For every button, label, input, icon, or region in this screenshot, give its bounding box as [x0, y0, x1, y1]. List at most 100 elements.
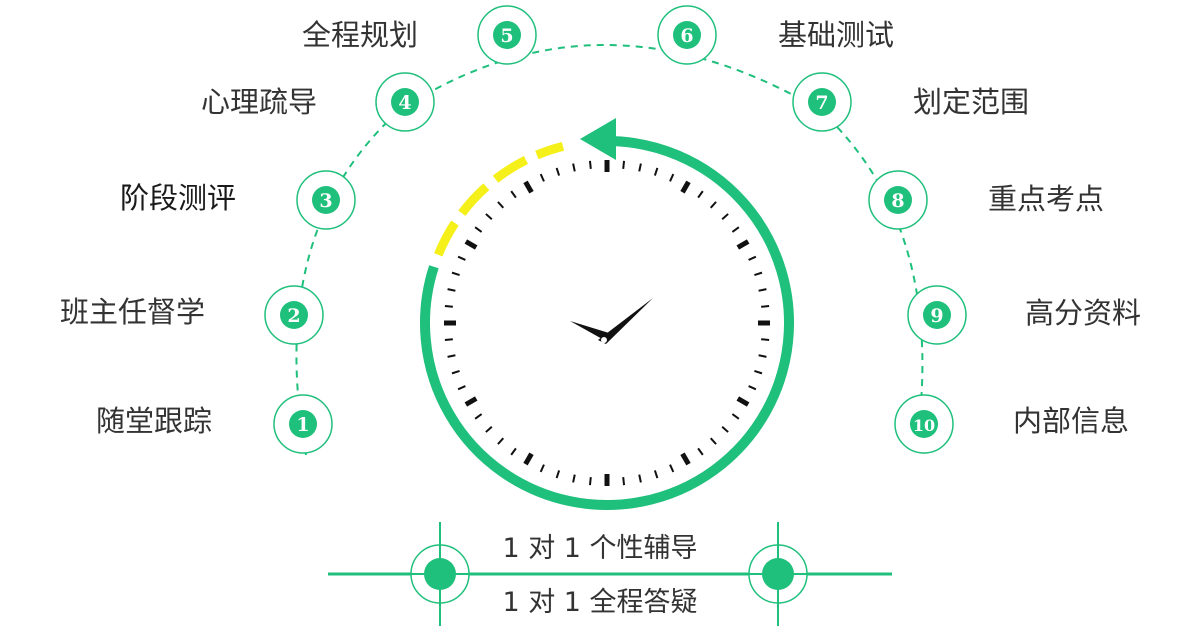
clock-minor-tick [638, 474, 642, 483]
step-label-4: 心理疏导 [200, 85, 317, 119]
clock-major-tick [736, 396, 750, 407]
clock-minor-tick [474, 413, 483, 420]
clock-minor-tick [622, 160, 626, 169]
clock-center [601, 337, 607, 343]
clock-minor-tick [510, 447, 517, 456]
crosshair-icon [402, 522, 478, 626]
clock-minor-tick [754, 369, 763, 375]
clock-minor-tick [748, 255, 757, 261]
step-node-number: 4 [398, 92, 411, 114]
arrowhead-icon [580, 118, 616, 160]
step-node-number: 6 [680, 25, 693, 47]
clock-minor-tick [638, 163, 642, 172]
step-nodes: 1 2 3 4 5 6 7 8 9 10 [264, 5, 967, 454]
step-label-6: 基础测试 [778, 18, 895, 52]
step-node-number: 3 [319, 190, 332, 212]
step-node-5: 5 [477, 5, 537, 65]
clock-hour-hand [570, 321, 609, 340]
step-node-number: 9 [930, 305, 943, 327]
clock-minor-tick [669, 464, 675, 473]
step-label-5: 全程规划 [301, 18, 418, 52]
step-node-dot [923, 301, 951, 329]
clock-minor-tick [447, 288, 456, 292]
clock-minor-tick [588, 477, 592, 486]
step-label-7: 划定范围 [913, 85, 1030, 119]
clock-minor-tick [457, 255, 466, 261]
clock-minor-tick [485, 425, 493, 433]
footer-line-1: 1 对 1 个性辅导 [502, 533, 698, 564]
step-node-number: 5 [500, 25, 513, 47]
clock-minor-tick [497, 437, 505, 445]
step-node-7: 7 [792, 72, 852, 132]
clock-minor-tick [447, 354, 456, 358]
clock-minor-tick [444, 304, 453, 308]
clock-minor-tick [539, 173, 545, 182]
clock-minor-tick [555, 470, 561, 479]
step-node-6: 6 [657, 5, 717, 65]
footer-line-2: 1 对 1 全程答疑 [502, 587, 698, 618]
clock-minor-tick [721, 213, 729, 221]
step-node-1: 1 [273, 394, 333, 454]
clock-minor-tick [709, 201, 717, 209]
clock-major-tick [464, 396, 478, 407]
clock-minor-tick [748, 385, 757, 391]
step-node-8: 8 [868, 170, 928, 230]
clock-minor-tick [474, 226, 483, 233]
step-label-1: 随堂跟踪 [95, 404, 212, 438]
crosshair-icon [740, 522, 816, 626]
clock-major-tick [523, 452, 534, 466]
clock-minor-tick [669, 173, 675, 182]
clock-minor-tick [539, 464, 545, 473]
clock-minor-tick [497, 201, 505, 209]
clock-minor-tick [758, 288, 767, 292]
step-node-number: 10 [913, 416, 935, 435]
clock-major-tick [680, 180, 691, 194]
clock-minor-tick [444, 338, 453, 342]
progress-ring-arc [420, 136, 794, 510]
clock-minor-tick [653, 470, 659, 479]
clock-minor-tick [754, 271, 763, 277]
clock-major-tick [523, 180, 534, 194]
clock-minor-tick [457, 385, 466, 391]
clock-major-tick [680, 452, 691, 466]
clock-minor-tick [572, 474, 576, 483]
step-node-9: 9 [907, 285, 967, 345]
step-node-dot [391, 88, 419, 116]
clock-major-tick [736, 239, 750, 250]
step-node-dot [673, 21, 701, 49]
step-label-3: 阶段测评 [119, 181, 236, 215]
clock-minor-tick [761, 304, 770, 308]
clock-minor-tick [622, 477, 626, 486]
clock-minor-tick [653, 167, 659, 176]
step-node-4: 4 [375, 72, 435, 132]
clock-minor-tick [709, 437, 717, 445]
step-node-dot [312, 186, 340, 214]
clock-minor-tick [731, 413, 740, 420]
step-node-3: 3 [296, 170, 356, 230]
clock-minute-hand [598, 298, 653, 344]
step-label-2: 班主任督学 [59, 295, 205, 329]
clock-minor-tick [761, 338, 770, 342]
clock-minor-tick [510, 190, 517, 199]
step-node-dot [280, 301, 308, 329]
step-node-number: 1 [296, 414, 309, 436]
step-label-9: 高分资料 [1025, 296, 1142, 330]
step-node-2: 2 [264, 285, 324, 345]
highlight-dashed-arc [434, 142, 565, 257]
clock-minor-tick [697, 190, 704, 199]
step-node-number: 2 [287, 305, 300, 327]
clock-ticks [444, 160, 770, 486]
step-node-dot [493, 21, 521, 49]
step-node-number: 7 [815, 92, 828, 114]
step-node-dot [910, 410, 938, 438]
step-node-10: 10 [894, 394, 954, 454]
clock-major-tick [464, 239, 478, 250]
clock-minor-tick [758, 354, 767, 358]
step-label-8: 重点考点 [988, 182, 1105, 216]
clock-minor-tick [451, 369, 460, 375]
clock-minor-tick [721, 425, 729, 433]
clock-minor-tick [555, 167, 561, 176]
step-node-dot [808, 88, 836, 116]
